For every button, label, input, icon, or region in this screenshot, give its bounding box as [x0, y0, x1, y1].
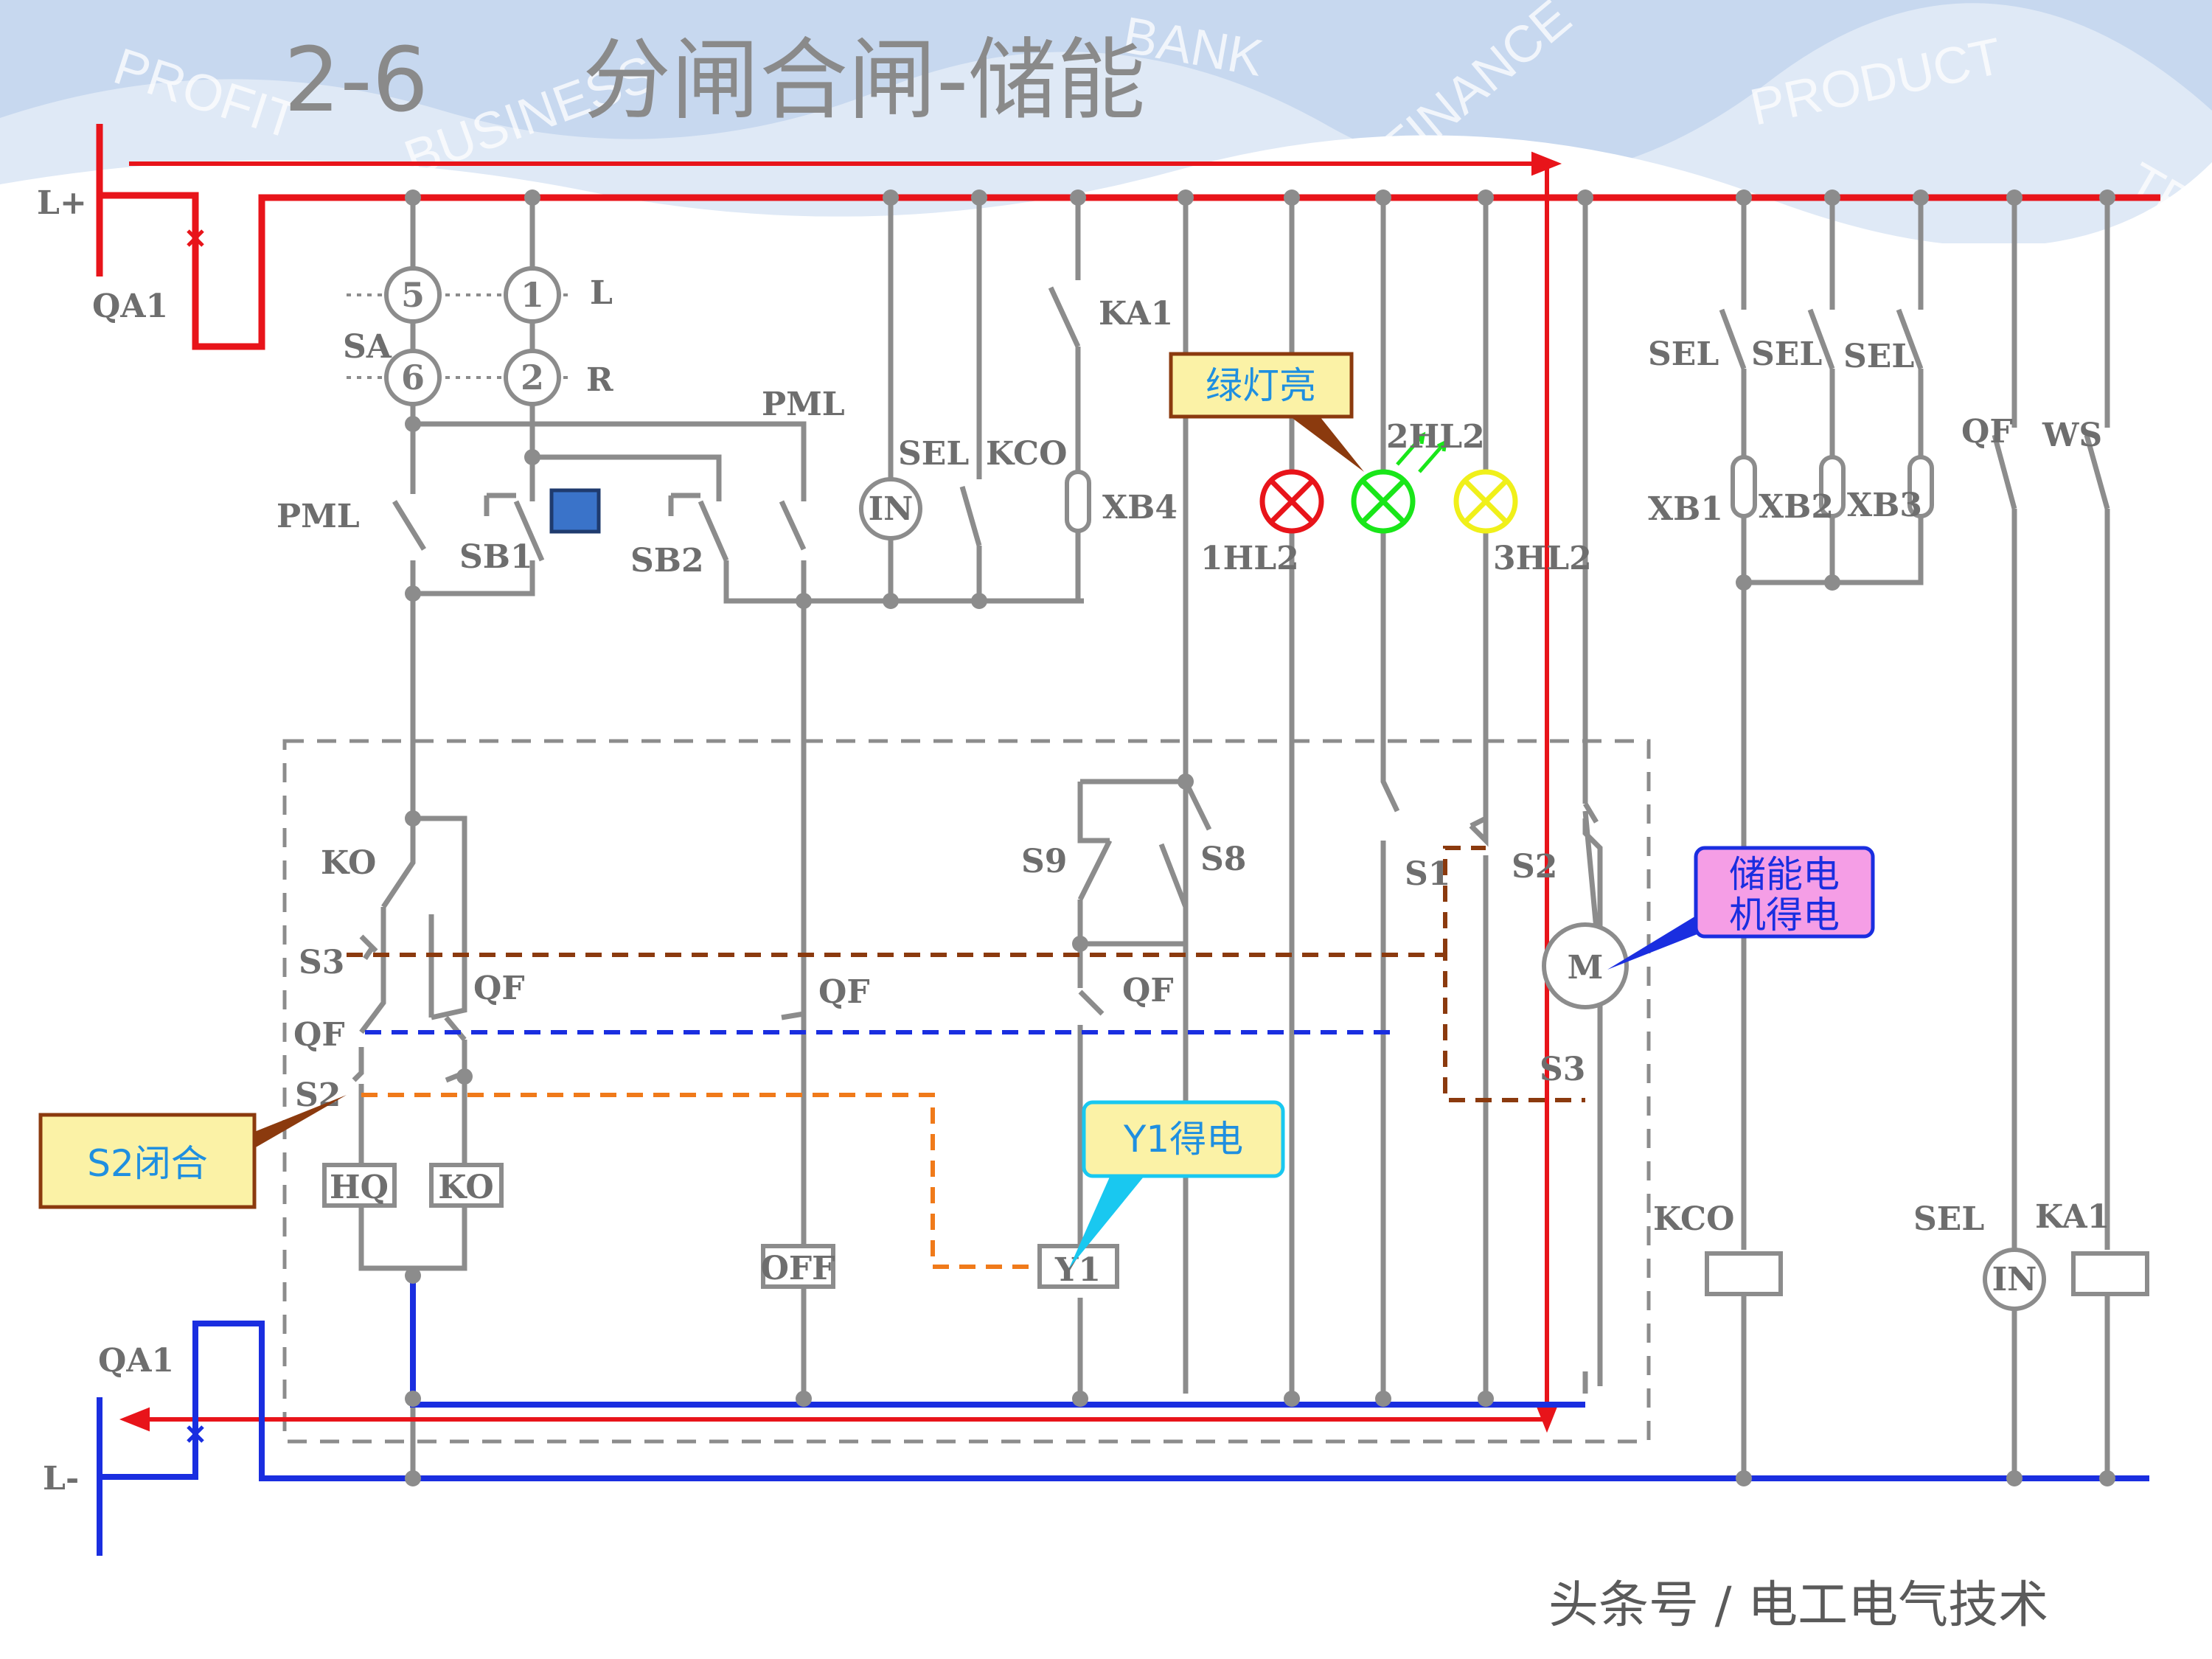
callout-text: 绿灯亮 [1206, 364, 1316, 407]
in-meter-icon [1983, 1248, 2046, 1311]
negative-bus-label: L- [43, 1460, 79, 1498]
linkage-s3 [347, 953, 1585, 1102]
callout-s2-closed: S2闭合 [38, 1095, 347, 1209]
qf-label: QF [818, 973, 870, 1011]
contact-1: 1 [521, 275, 544, 315]
contact-2: 2 [521, 358, 544, 397]
callout-motor: 储能电 机得电 [1607, 846, 1875, 970]
slide-title: 分闸合闸-储能 [582, 29, 1145, 132]
xb2-label: XB2 [1759, 488, 1834, 526]
footer-credit: 头条号 / 电工电气技术 [1548, 1576, 2048, 1635]
lamp-yellow-icon [1453, 469, 1518, 534]
in-label: IN [869, 490, 914, 528]
linkage-s1 [1443, 846, 1486, 955]
in-label: IN [1992, 1261, 2037, 1298]
xb4-label: XB4 [1102, 489, 1178, 526]
hl2-label: 2HL2 [1386, 418, 1485, 456]
s8-label: S8 [1200, 841, 1246, 878]
ws-label: WS [2042, 417, 2102, 454]
sel-label: SEL [898, 435, 969, 473]
sb2-label: SB2 [630, 542, 704, 580]
s9-label: S9 [1021, 843, 1067, 880]
l-label: L [590, 274, 613, 312]
s3-label: S3 [1540, 1051, 1585, 1088]
current-path-arrow [119, 151, 1562, 1433]
ka1-label: KA1 [2035, 1198, 2110, 1236]
xb1-label: XB1 [1648, 490, 1723, 528]
lamp-red-icon [1259, 469, 1324, 534]
qf-label: QF [1122, 972, 1174, 1009]
callout-text: 储能电 [1729, 853, 1840, 896]
callout-text: 机得电 [1729, 894, 1840, 936]
sel-label: SEL [1843, 338, 1914, 375]
slide-number: 2-6 [284, 29, 428, 132]
s3-label: S3 [299, 944, 344, 981]
breaker-mark-bottom [187, 1425, 204, 1443]
sel-label: SEL [1751, 335, 1822, 373]
breaker-label-bottom: QA1 [98, 1342, 174, 1380]
hq-coil-label: HQ [330, 1169, 389, 1206]
off-coil-label: OFF [761, 1250, 835, 1287]
ko-label: KO [321, 844, 376, 882]
pml-label: PML [276, 498, 360, 535]
xb3-label: XB3 [1847, 487, 1922, 524]
selector-switch-sa: 5 1 6 2 SA L R [343, 266, 613, 406]
s1-label: S1 [1405, 855, 1450, 893]
hl1-label: 1HL2 [1200, 540, 1299, 577]
ko-coil-label: KO [438, 1169, 493, 1206]
breaker-label-top: QA1 [92, 288, 168, 325]
positive-bus-label: L+ [37, 184, 87, 222]
callout-text: S2闭合 [87, 1142, 208, 1185]
s2-label: S2 [1512, 848, 1557, 886]
hl3-label: 3HL2 [1493, 540, 1592, 577]
motor-label: M [1568, 949, 1604, 987]
connecting-pieces [1065, 455, 1934, 533]
sel-label: SEL [1913, 1200, 1984, 1238]
contact-6: 6 [401, 358, 425, 397]
lamp-green-icon [1351, 431, 1448, 534]
callout-y1-energized: Y1得电 [1069, 1100, 1285, 1268]
pushbutton-icon [549, 488, 601, 534]
sel-label: SEL [1648, 335, 1719, 373]
kco-label: KCO [986, 435, 1067, 473]
kco-label: KCO [1653, 1200, 1734, 1238]
motor-icon [1542, 922, 1629, 1009]
contact-5: 5 [401, 275, 425, 315]
sb1-label: SB1 [459, 538, 533, 576]
callout-text: Y1得电 [1123, 1118, 1243, 1161]
coils [322, 1163, 2149, 1296]
linkage-s2 [361, 1093, 1040, 1269]
qf-label: QF [1961, 413, 2013, 451]
r-label: R [586, 361, 613, 399]
negative-bus [97, 1268, 2149, 1556]
gray-wiring [347, 198, 2110, 1478]
callout-green-light: 绿灯亮 [1169, 352, 1364, 472]
in-meter-icon [859, 477, 922, 540]
qf-label: QF [293, 1016, 345, 1054]
ka1-label: KA1 [1099, 295, 1173, 333]
sa-label: SA [343, 328, 392, 366]
positive-bus [96, 124, 2160, 350]
breaker-mark-top [187, 229, 204, 247]
breaker-frame [282, 739, 1651, 1444]
junction-dots [405, 189, 2115, 1486]
pml-label: PML [762, 386, 845, 423]
qf-label: QF [473, 970, 525, 1007]
